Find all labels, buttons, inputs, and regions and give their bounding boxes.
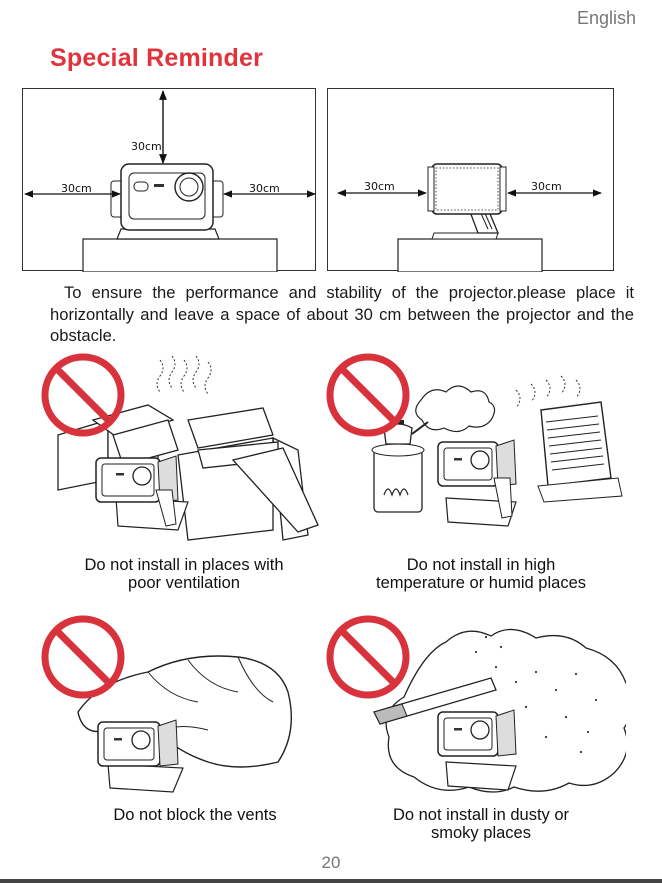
caption-poor-ventilation: Do not install in places with poor venti…: [40, 556, 328, 592]
side-clearance-right-label: 30cm: [531, 180, 562, 193]
clearance-panel-front: 30cm 30cm 30cm: [22, 88, 316, 272]
caption-line: poor ventilation: [128, 574, 240, 592]
kettle-icon: [371, 420, 429, 513]
figure-poor-ventilation: [41, 353, 319, 541]
caption-line: smoky places: [431, 824, 531, 842]
projector-icon: [97, 719, 184, 793]
instruction-paragraph: To ensure the performance and stability …: [50, 283, 634, 345]
prohibition-icon: [41, 353, 125, 437]
figure-dusty-smoky: [326, 615, 626, 793]
page-title: Special Reminder: [50, 44, 264, 72]
boxes-icon: [57, 404, 319, 541]
caption-line: Do not install in dusty or: [392, 806, 570, 824]
projector-icon: [95, 455, 189, 531]
figure-high-temperature: [326, 353, 623, 527]
projector-icon: [437, 439, 517, 527]
caption-line: Do not block the vents: [113, 806, 277, 824]
side-clearance-left-label: 30cm: [364, 180, 395, 193]
clearance-right-label: 30cm: [249, 182, 280, 195]
page-number: 20: [321, 853, 341, 872]
caption-blocked-vents: Do not block the vents: [50, 806, 340, 824]
clearance-left-label: 30cm: [61, 182, 92, 195]
cigarette-icon: [373, 677, 497, 725]
caption-dusty-smoky: Do not install in dusty or smoky places: [335, 806, 627, 842]
prohibition-icon: [326, 353, 410, 437]
language-label: English: [576, 8, 636, 28]
figure-blocked-vents: [41, 615, 293, 793]
heater-icon: [537, 401, 623, 503]
footer-rule: [0, 879, 662, 883]
clearance-top-label: 30cm: [131, 140, 162, 153]
caption-high-temperature: Do not install in high temperature or hu…: [335, 556, 627, 592]
caption-line: Do not install in high: [406, 556, 556, 574]
projector-side-diagram: 30cm 30cm: [337, 163, 602, 272]
clearance-panel-side: 30cm 30cm: [327, 88, 614, 272]
caption-line: Do not install in places with: [84, 556, 284, 574]
prohibition-icon: [41, 615, 125, 699]
caption-line: temperature or humid places: [375, 574, 587, 592]
heat-wave-icon: [156, 355, 212, 395]
prohibition-icon: [326, 615, 410, 699]
projector-front-diagram: 30cm 30cm 30cm: [24, 90, 316, 272]
projector-icon: [437, 709, 517, 791]
